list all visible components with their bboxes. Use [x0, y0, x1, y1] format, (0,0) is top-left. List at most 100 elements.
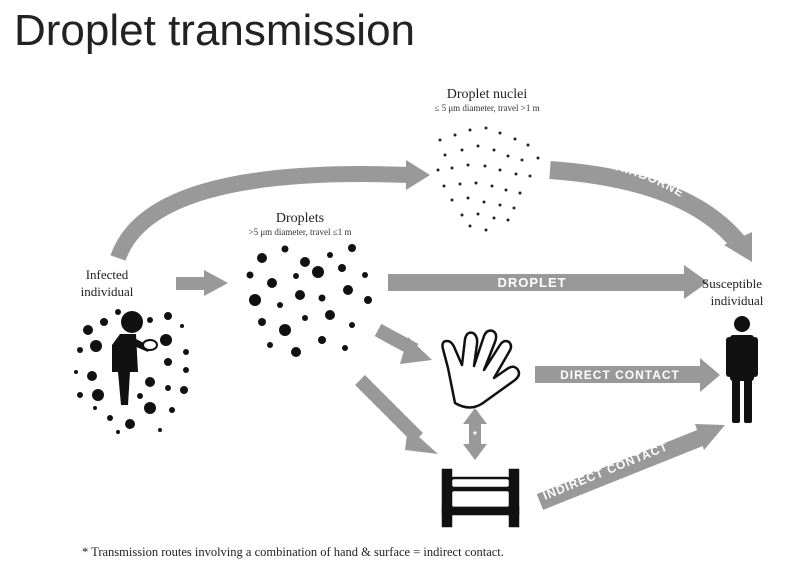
dot [246, 271, 254, 279]
dot [125, 419, 135, 429]
dot [474, 181, 478, 185]
dot [77, 347, 83, 353]
dot [442, 184, 446, 188]
dot [514, 172, 518, 176]
dot [180, 324, 184, 328]
dot [528, 174, 532, 178]
dot [443, 153, 447, 157]
dot [482, 200, 486, 204]
dot [512, 206, 516, 210]
dot [484, 126, 488, 130]
dot [295, 290, 305, 300]
bed-icon [441, 468, 520, 528]
dot [90, 340, 102, 352]
dot [165, 385, 171, 391]
dot [77, 392, 83, 398]
footnote: * Transmission routes involving a combin… [82, 545, 504, 559]
dot [520, 158, 524, 162]
nuclei-subtitle: ≤ 5 μm diameter, travel >1 m [434, 103, 539, 113]
droplets-subtitle: >5 μm diameter, travel ≤1 m [249, 227, 352, 237]
dot [476, 212, 480, 216]
dot [169, 407, 175, 413]
dot [453, 133, 457, 137]
droplets-to-bed-arrow [355, 375, 438, 454]
dot [468, 128, 472, 132]
dot [466, 196, 470, 200]
airborne-route-arrow: AIRBORNE [549, 159, 752, 262]
dot [506, 218, 510, 222]
droplets-cluster [246, 244, 372, 357]
dot [450, 166, 454, 170]
dot [164, 312, 172, 320]
dot [281, 245, 289, 253]
dot [87, 371, 97, 381]
infected-label-line2: individual [81, 284, 134, 299]
dot [498, 203, 502, 207]
susceptible-label-line1: Susceptible [702, 276, 762, 291]
dot [536, 156, 540, 160]
hand-icon [441, 329, 521, 409]
dot [144, 402, 156, 414]
dot [492, 216, 496, 220]
dot [460, 213, 464, 217]
dot [115, 309, 121, 315]
dot [291, 347, 301, 357]
dot [93, 406, 97, 410]
dot [300, 257, 310, 267]
dot [468, 224, 472, 228]
svg-text:INDIRECT CONTACT: INDIRECT CONTACT [541, 439, 670, 502]
dot [458, 182, 462, 186]
nuclei-title: Droplet nuclei [447, 87, 528, 102]
droplet-label: DROPLET [497, 275, 566, 290]
dot [145, 377, 155, 387]
dot [526, 143, 530, 147]
dot [498, 168, 502, 172]
dot [180, 386, 188, 394]
dot [74, 370, 78, 374]
dot [325, 310, 335, 320]
direct-contact-label: DIRECT CONTACT [560, 368, 680, 382]
dot [107, 415, 113, 421]
dot [498, 131, 502, 135]
dot [83, 325, 93, 335]
dot [342, 345, 348, 351]
infected-label-line1: Infected [86, 267, 129, 282]
infected-person-icon [74, 309, 189, 434]
dot [338, 264, 346, 272]
dot [92, 389, 104, 401]
dot [183, 349, 189, 355]
dot [318, 294, 326, 302]
dot [513, 137, 517, 141]
dot [506, 154, 510, 158]
dot [279, 324, 291, 336]
dot [277, 302, 283, 308]
svg-text:*: * [473, 430, 477, 441]
droplets-title: Droplets [276, 211, 324, 226]
direct-contact-route-arrow: DIRECT CONTACT [535, 358, 720, 392]
dot [490, 184, 494, 188]
dot [257, 253, 267, 263]
dot [476, 144, 480, 148]
dot [116, 430, 120, 434]
dot [343, 285, 353, 295]
indirect-contact-label: INDIRECT CONTACT [541, 439, 669, 502]
airborne-arc-arrow [110, 160, 430, 261]
dot [349, 322, 355, 328]
dot [436, 168, 440, 172]
susceptible-label-line2: individual [711, 293, 764, 308]
dot [249, 294, 261, 306]
dot [147, 317, 153, 323]
indirect-contact-route-arrow: INDIRECT CONTACT [536, 424, 725, 510]
dot [267, 342, 273, 348]
dot [348, 244, 356, 252]
dot [302, 315, 308, 321]
dot [483, 164, 487, 168]
dot [160, 334, 172, 346]
standing-person-icon [726, 316, 758, 423]
infected-to-droplets-arrow [176, 270, 228, 296]
dot [484, 228, 488, 232]
dot [137, 393, 143, 399]
dot [364, 296, 372, 304]
dot [267, 278, 277, 288]
